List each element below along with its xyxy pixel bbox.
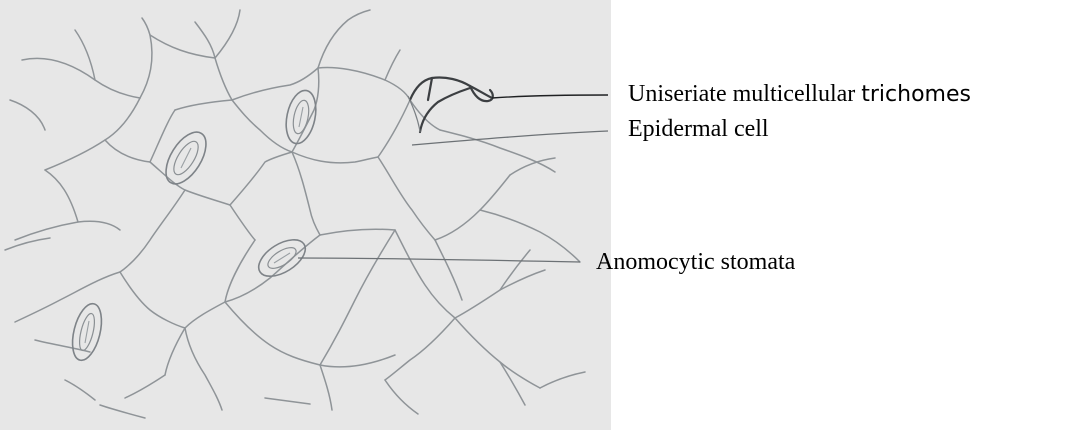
trichome-label-part1: Uniseriate multicellular [628, 81, 855, 107]
anomocytic-stomata-label: Anomocytic stomata [596, 248, 795, 276]
epidermal-cell-label: Epidermal cell [628, 115, 769, 143]
trichome-label: Uniseriate multicellular trichomes [628, 80, 971, 109]
trichome-label-part2: trichomes [861, 82, 971, 107]
